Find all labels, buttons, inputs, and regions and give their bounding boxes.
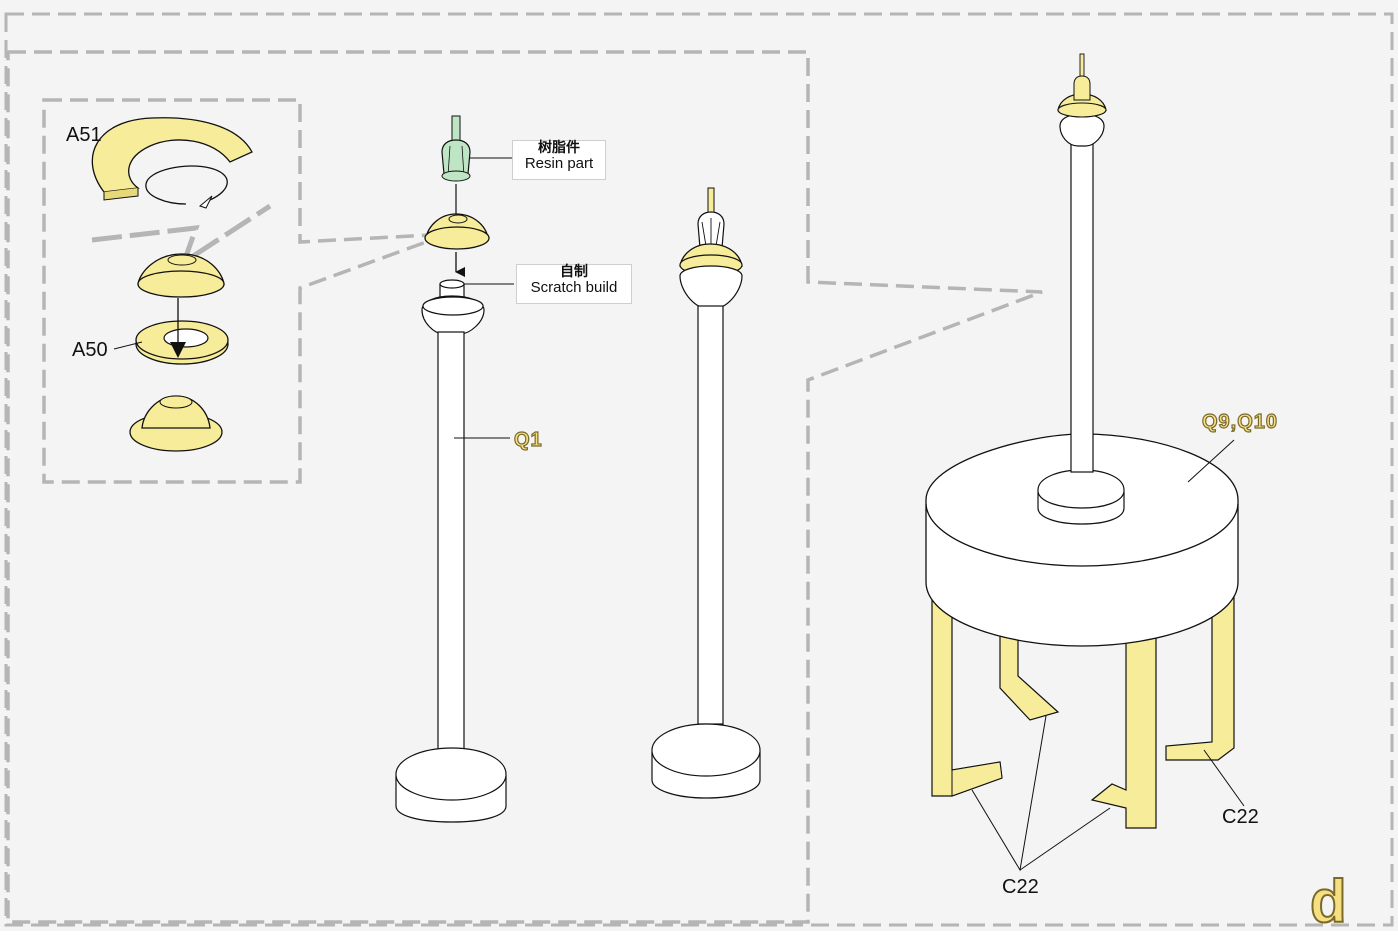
resin-part-cn: 树脂件 (538, 140, 580, 156)
part-a51-sheet (91, 117, 253, 201)
pole-on-base (1057, 53, 1107, 473)
inset-arrow-head (170, 342, 186, 358)
part-a51-cone (137, 253, 225, 298)
resin-part-en: Resin part (524, 154, 594, 172)
label-a50: A50 (72, 339, 108, 361)
label-c22-right: C22 (1222, 806, 1259, 828)
cone-part-exploded (424, 213, 490, 250)
pole-q1 (395, 279, 507, 823)
rotate-arrow-icon (145, 165, 228, 209)
a50-leader (113, 341, 143, 350)
scratch-build-callout: 自制 Scratch build (516, 264, 632, 304)
resin-part (441, 115, 471, 182)
c22-right-leader (1203, 749, 1245, 807)
step-letter: d (1309, 868, 1348, 935)
label-q1: Q1 (513, 429, 543, 451)
part-assembled-cone (129, 395, 223, 452)
label-a51: A51 (66, 124, 102, 146)
resin-part-callout: 树脂件 Resin part (512, 140, 606, 180)
pole-assembled (651, 187, 761, 799)
detail-panel (6, 50, 1043, 924)
q9-q10-leader (1187, 439, 1235, 483)
base-q9-q10 (925, 433, 1239, 647)
scratch-build-en: Scratch build (530, 278, 618, 296)
legs-c22 (931, 587, 1235, 829)
label-c22-multi: C22 (1002, 876, 1039, 898)
scratch-build-cn: 自制 (560, 264, 588, 280)
label-q9-q10: Q9,Q10 (1201, 411, 1279, 433)
c22-multi-leader (971, 715, 1111, 872)
